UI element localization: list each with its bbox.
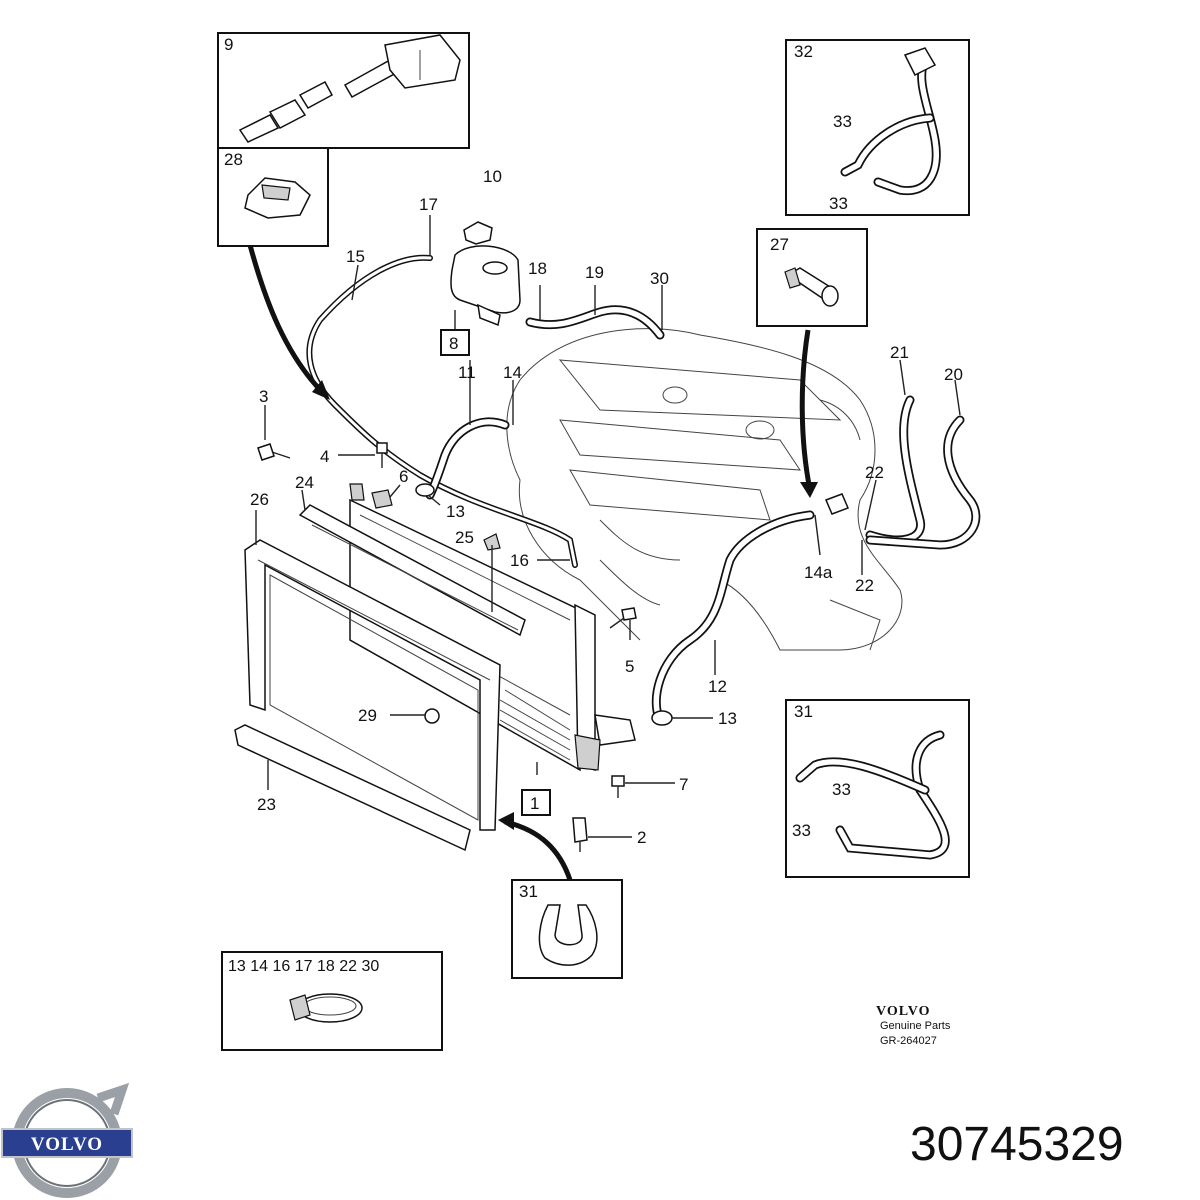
hoses bbox=[306, 254, 981, 725]
callout-4: 4 bbox=[320, 447, 329, 466]
callout-7: 7 bbox=[679, 775, 688, 794]
inset-box-28 bbox=[217, 147, 329, 247]
callout-3: 3 bbox=[259, 387, 268, 406]
callout-17: 17 bbox=[419, 195, 438, 214]
label-box-1 bbox=[521, 789, 551, 816]
callout-2: 2 bbox=[637, 828, 646, 847]
engine-outline bbox=[506, 328, 903, 651]
callout-31a: 31 bbox=[794, 702, 813, 721]
diagram-code: GR-264027 bbox=[880, 1035, 937, 1047]
callout-9: 9 bbox=[224, 35, 233, 54]
callout-33a: 33 bbox=[833, 112, 852, 131]
callout-20: 20 bbox=[944, 365, 963, 384]
logo-text: VOLVO bbox=[31, 1134, 103, 1155]
callout-16: 16 bbox=[510, 551, 529, 570]
callout-28: 28 bbox=[224, 150, 243, 169]
part-number: 30745329 bbox=[910, 1118, 1124, 1171]
inset-box-clamps bbox=[221, 951, 443, 1051]
genuine-parts-text: Genuine Parts bbox=[880, 1020, 951, 1032]
callout-5: 5 bbox=[625, 657, 634, 676]
callout-33b: 33 bbox=[829, 194, 848, 213]
callout-27: 27 bbox=[770, 235, 789, 254]
callout-22b: 22 bbox=[855, 576, 874, 595]
genuine-parts-mark: VOLVO Genuine Parts GR-264027 bbox=[876, 1004, 951, 1047]
inset-box-31-right bbox=[785, 699, 970, 878]
clamp-box-label: 13 14 16 17 18 22 30 bbox=[228, 958, 379, 975]
callout-6: 6 bbox=[399, 467, 408, 486]
callout-14a: 14a bbox=[804, 563, 833, 582]
callout-33c: 33 bbox=[832, 780, 851, 799]
callout-12: 12 bbox=[708, 677, 727, 696]
callout-30: 30 bbox=[650, 269, 669, 288]
callout-1: 1 bbox=[530, 794, 539, 813]
callout-14: 14 bbox=[503, 363, 522, 382]
callout-13b: 13 bbox=[718, 709, 737, 728]
inset-box-9 bbox=[217, 32, 470, 149]
callout-23: 23 bbox=[257, 795, 276, 814]
expansion-tank bbox=[450, 221, 521, 327]
callout-22a: 22 bbox=[865, 463, 884, 482]
callout-26: 26 bbox=[250, 490, 269, 509]
radiator-core-fins bbox=[499, 689, 571, 761]
callout-29: 29 bbox=[358, 706, 377, 725]
callout-31b: 31 bbox=[519, 882, 538, 901]
callout-18: 18 bbox=[528, 259, 547, 278]
small-parts bbox=[257, 442, 849, 852]
callout-19: 19 bbox=[585, 263, 604, 282]
callout-25: 25 bbox=[455, 528, 474, 547]
inset-box-32 bbox=[785, 39, 970, 216]
inset-box-27 bbox=[756, 228, 868, 327]
callout-11: 11 bbox=[458, 363, 476, 382]
label-box-8 bbox=[440, 329, 470, 356]
volvo-logo: VOLVO bbox=[1, 1082, 133, 1198]
callout-21: 21 bbox=[890, 343, 909, 362]
callout-13a: 13 bbox=[446, 502, 465, 521]
callout-32: 32 bbox=[794, 42, 813, 61]
callout-24: 24 bbox=[295, 473, 314, 492]
callout-8: 8 bbox=[449, 334, 458, 353]
brand-name: VOLVO bbox=[876, 1004, 931, 1019]
inset-box-31-bottom bbox=[511, 879, 623, 979]
callout-33d: 33 bbox=[792, 821, 811, 840]
inset-arrows bbox=[247, 244, 818, 881]
callout-15: 15 bbox=[346, 247, 365, 266]
callout-10: 10 bbox=[483, 167, 502, 186]
callout-labels: 1 2 3 4 5 6 7 8 9 10 11 12 13 13 14 14a … bbox=[224, 35, 963, 975]
radiator-assembly bbox=[234, 483, 636, 852]
